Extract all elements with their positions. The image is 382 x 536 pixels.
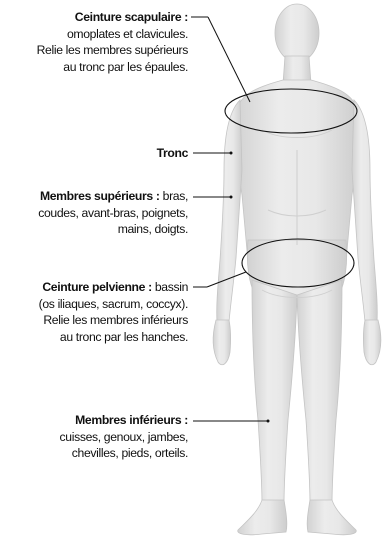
label-ceinture-scapulaire: Ceinture scapulaire : omoplates et clavi… xyxy=(37,9,188,75)
label-title: Tronc xyxy=(157,146,188,160)
right-arm xyxy=(352,100,377,322)
label-tronc: Tronc xyxy=(157,145,188,162)
right-leg xyxy=(297,280,342,505)
label-title: Ceinture pelvienne : xyxy=(42,280,151,294)
label-line: cuisses, genoux, jambes, xyxy=(60,429,188,446)
label-line: mains, doigts. xyxy=(38,221,188,238)
label-line: au tronc par les hanches. xyxy=(39,329,188,346)
label-membres-inferieurs: Membres inférieurs : cuisses, genoux, ja… xyxy=(60,412,188,462)
label-title: Membres supérieurs : xyxy=(40,189,160,203)
right-hand xyxy=(363,320,380,365)
head xyxy=(275,4,319,62)
label-line: Relie les membres inférieurs xyxy=(39,312,188,329)
label-title: Membres inférieurs : xyxy=(75,413,188,427)
label-line: coudes, avant-bras, poignets, xyxy=(38,205,188,222)
label-title-rest: bras, xyxy=(160,189,188,203)
label-line: (os iliaques, sacrum, coccyx). xyxy=(39,296,188,313)
right-foot xyxy=(307,500,356,535)
label-title-rest: bassin xyxy=(152,280,188,294)
mannequin-body xyxy=(213,4,381,535)
label-ceinture-pelvienne: Ceinture pelvienne : bassin (os iliaques… xyxy=(39,279,188,345)
label-line: chevilles, pieds, orteils. xyxy=(60,445,188,462)
left-arm xyxy=(217,100,242,322)
label-line: Relie les membres supérieurs xyxy=(37,42,188,59)
label-line: au tronc par les épaules. xyxy=(37,59,188,76)
left-hand xyxy=(213,320,230,365)
label-title: Ceinture scapulaire : xyxy=(75,10,188,24)
left-foot xyxy=(238,500,287,535)
label-membres-superieurs: Membres supérieurs : bras, coudes, avant… xyxy=(38,188,188,238)
label-line: omoplates et clavicules. xyxy=(37,26,188,43)
left-leg xyxy=(252,280,297,505)
